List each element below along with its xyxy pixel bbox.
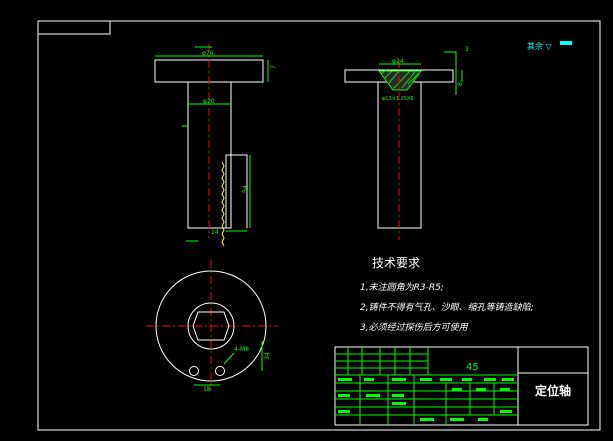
plan-bolt-hole-right [215,366,225,376]
title-block-label-marks [338,378,514,421]
roughness-symbol [560,41,572,45]
countersink-section [378,70,422,91]
front-view [154,44,269,247]
plan-outer-circle [155,270,267,382]
drawing-frame [37,20,601,431]
dim-line-side-small [444,51,457,95]
plan-view [146,260,278,390]
front-thread-hatch [221,161,225,247]
side-view [344,51,463,240]
front-slot-outline [225,154,248,228]
plan-hex-bore [192,311,230,341]
section-hatch [380,69,420,89]
title-block [334,346,589,426]
leader-plan-hole [223,352,235,365]
code-box [38,21,111,35]
plan-bolt-hole-left [189,366,199,376]
plan-hub-circle [187,302,235,350]
title-block-border [334,346,589,426]
